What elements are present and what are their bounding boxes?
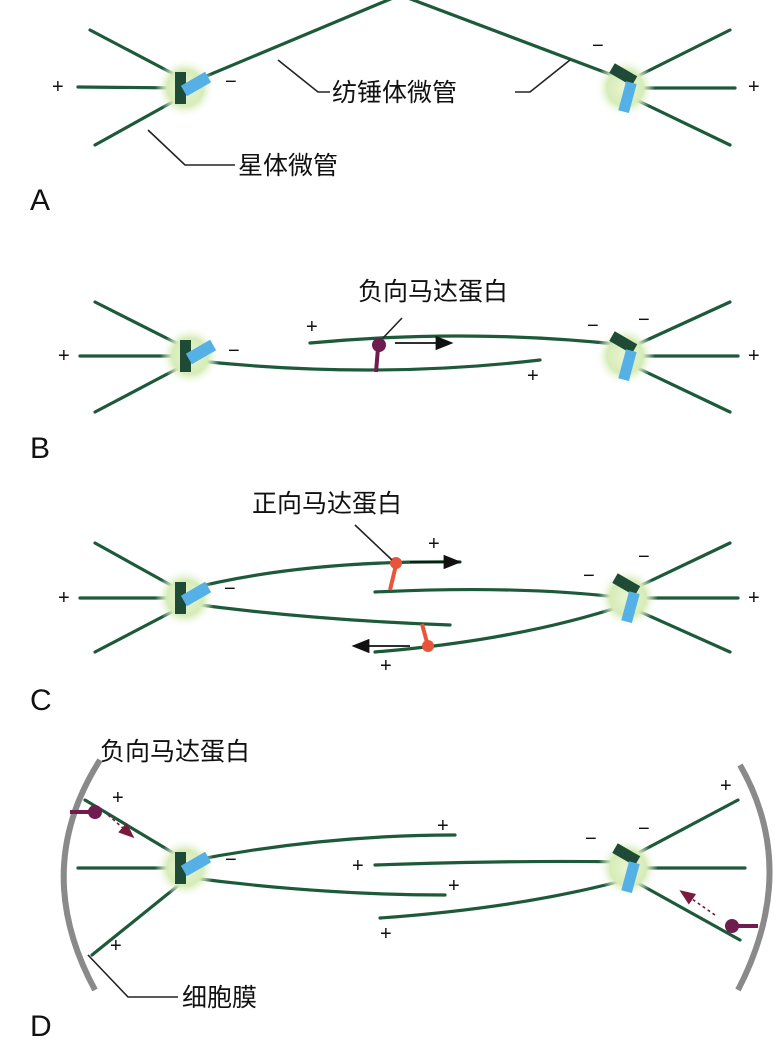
panel-c: 正向马达蛋白 + − + + − − + C [30, 489, 760, 717]
leader-line [277, 59, 330, 93]
cell-membrane-right [735, 763, 773, 992]
spindle-microtubule [183, 0, 622, 87]
leader-line [87, 954, 178, 998]
spindle-microtubule [183, 875, 447, 897]
minus-sign: − [585, 828, 597, 850]
minus-sign: − [592, 35, 604, 57]
plus-sign: + [720, 775, 732, 797]
plus-sign: + [380, 655, 392, 677]
minus-sign: − [224, 578, 236, 600]
plus-sign: + [527, 365, 539, 387]
spindle-microtubule [373, 587, 627, 600]
minus-end-motor-protein [725, 919, 758, 933]
centrosome-left [155, 568, 215, 628]
minus-end-motor-protein [70, 805, 102, 819]
plus-sign: + [52, 76, 64, 98]
plus-sign: + [58, 587, 70, 609]
centrosome-right [598, 838, 658, 898]
plus-sign: + [448, 875, 460, 897]
centrosome-left [155, 58, 215, 118]
minus-motor-label: 负向马达蛋白 [358, 277, 508, 306]
plus-end-motor-protein [420, 623, 434, 652]
cell-membrane-label: 细胞膜 [182, 983, 257, 1012]
centrosome-right [598, 568, 658, 628]
plus-sign: + [437, 815, 449, 837]
panel-letter: A [30, 184, 50, 217]
plus-end-motor-protein [388, 557, 402, 591]
panel-a: + − − + 纺锤体微管 星体微管 A [30, 0, 760, 217]
spindle-microtubule [373, 859, 627, 867]
minus-sign: − [583, 565, 595, 587]
minus-sign: − [225, 71, 237, 93]
minus-sign: − [638, 546, 650, 568]
minus-end-motor-protein [372, 338, 386, 373]
plus-sign: + [748, 587, 760, 609]
leader-line [354, 524, 393, 561]
panel-letter: C [30, 684, 52, 717]
spindle-microtubule-label: 纺锤体微管 [332, 78, 457, 107]
cell-membrane-left [60, 758, 103, 992]
plus-sign: + [380, 923, 392, 945]
aster-microtubule-label: 星体微管 [238, 151, 338, 180]
spindle-microtubule [183, 601, 452, 627]
minus-sign: − [587, 315, 599, 337]
spindle-microtubule [188, 358, 542, 372]
leader-line [147, 129, 235, 166]
dashed-arrow [107, 814, 135, 839]
spindle-microtubule [373, 603, 627, 654]
plus-sign: + [110, 935, 122, 957]
dashed-arrow [679, 890, 716, 916]
centrosome-right [595, 58, 655, 118]
centrosome-left [155, 838, 215, 898]
spindle-microtubule [308, 334, 627, 347]
leader-line [382, 317, 403, 339]
centrosome-left [160, 326, 220, 386]
leader-line [515, 59, 571, 93]
minus-sign: − [228, 340, 240, 362]
plus-sign: + [352, 855, 364, 877]
plus-sign: + [748, 76, 760, 98]
plus-sign: + [428, 533, 440, 555]
plus-sign: + [58, 345, 70, 367]
minus-sign: − [225, 849, 237, 871]
minus-sign: − [638, 309, 650, 331]
plus-sign: + [748, 345, 760, 367]
centrosome-right [595, 326, 655, 386]
spindle-microtubule [378, 878, 627, 920]
plus-motor-label: 正向马达蛋白 [252, 489, 402, 518]
panel-letter: D [30, 1010, 52, 1043]
panel-letter: B [30, 432, 50, 465]
panel-b: 负向马达蛋白 + − + + − − + B [30, 277, 760, 465]
spindle-microtubule [183, 833, 457, 864]
panel-d: 负向马达蛋白 细胞膜 + + − + + + + − − + D [30, 737, 773, 1043]
plus-sign: + [112, 787, 124, 809]
minus-sign: − [638, 818, 650, 840]
minus-motor-label: 负向马达蛋白 [100, 737, 250, 766]
plus-sign: + [306, 316, 318, 338]
